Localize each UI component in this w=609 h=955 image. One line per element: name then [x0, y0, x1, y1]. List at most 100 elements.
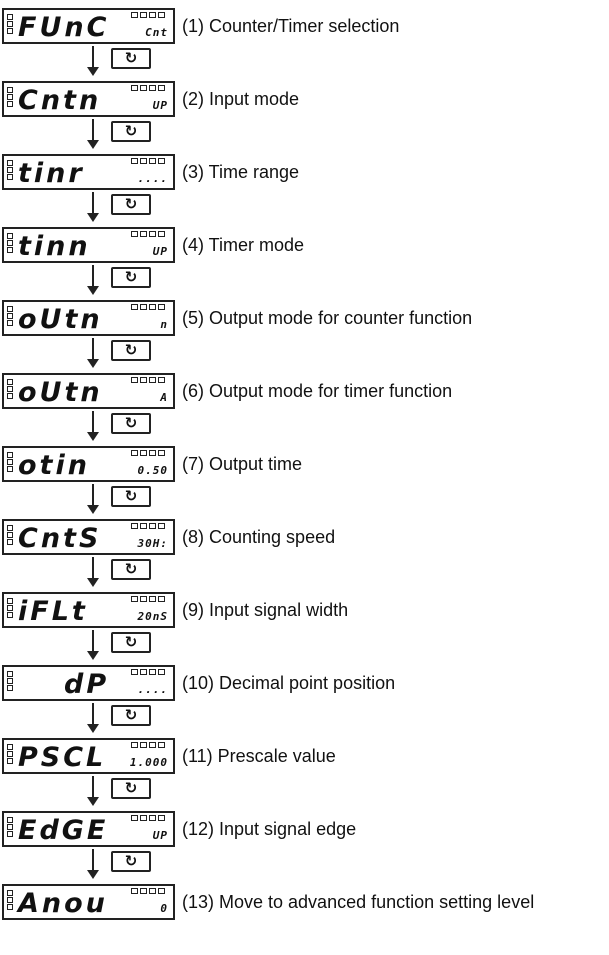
mode-key-icon: ↻: [111, 778, 151, 799]
lcd-display: tinn UP: [2, 227, 175, 263]
mode-key-icon: ↻: [111, 340, 151, 361]
arrow-line: [92, 265, 94, 289]
status-indicator-icon: [7, 87, 14, 111]
mode-key-icon: ↻: [111, 632, 151, 653]
output-indicator-icon: [131, 450, 169, 457]
flow-connector: ↻: [0, 557, 609, 590]
lcd-display: otin 0.50: [2, 446, 175, 482]
parameter-code: tinn: [18, 231, 91, 262]
arrow-down-icon: [87, 359, 99, 368]
parameter-step: dP....(10) Decimal point position: [0, 663, 609, 703]
flow-connector: ↻: [0, 265, 609, 298]
lcd-display: oUtn n: [2, 300, 175, 336]
parameter-label: (4) Timer mode: [182, 235, 305, 255]
flow-connector: ↻: [0, 338, 609, 371]
status-indicator-icon: [7, 598, 14, 622]
arrow-line: [92, 557, 94, 581]
parameter-step: tinn UP (4) Timer mode: [0, 225, 609, 265]
status-indicator-icon: [7, 452, 14, 476]
arrow-down-icon: [87, 651, 99, 660]
mode-key-icon: ↻: [111, 48, 151, 69]
parameter-code: Cntn: [18, 85, 102, 116]
parameter-label: (7) Output time: [182, 454, 303, 474]
flow-connector: ↻: [0, 776, 609, 809]
parameter-value: 20nS: [137, 610, 168, 623]
arrow-line: [92, 411, 94, 435]
parameter-label: (13) Move to advanced function setting l…: [182, 892, 535, 912]
arrow-line: [92, 776, 94, 800]
output-indicator-icon: [131, 523, 169, 530]
parameter-code: oUtn: [18, 304, 103, 335]
status-indicator-icon: [7, 14, 14, 38]
status-indicator-icon: [7, 744, 14, 768]
parameter-code: dP: [64, 669, 110, 700]
flow-connector: ↻: [0, 703, 609, 736]
parameter-step: otin 0.50 (7) Output time: [0, 444, 609, 484]
status-indicator-icon: [7, 671, 14, 695]
flow-connector: ↻: [0, 484, 609, 517]
output-indicator-icon: [131, 304, 169, 311]
mode-key-icon: ↻: [111, 486, 151, 507]
parameter-value: 0.50: [137, 464, 168, 477]
output-indicator-icon: [131, 815, 169, 822]
output-indicator-icon: [131, 231, 169, 238]
flow-connector: ↻: [0, 46, 609, 79]
lcd-display: dP....: [2, 665, 175, 701]
arrow-down-icon: [87, 578, 99, 587]
arrow-down-icon: [87, 724, 99, 733]
output-indicator-icon: [131, 596, 169, 603]
parameter-label: (1) Counter/Timer selection: [182, 16, 400, 36]
mode-key-icon: ↻: [111, 851, 151, 872]
output-indicator-icon: [131, 888, 169, 895]
mode-key-icon: ↻: [111, 705, 151, 726]
parameter-label: (11) Prescale value: [182, 746, 336, 766]
arrow-down-icon: [87, 286, 99, 295]
output-indicator-icon: [131, 12, 169, 19]
output-indicator-icon: [131, 377, 169, 384]
arrow-down-icon: [87, 213, 99, 222]
status-indicator-icon: [7, 160, 14, 184]
parameter-label: (8) Counting speed: [182, 527, 336, 547]
mode-key-icon: ↻: [111, 559, 151, 580]
arrow-line: [92, 119, 94, 143]
output-indicator-icon: [131, 158, 169, 165]
lcd-display: PSCL 1.000: [2, 738, 175, 774]
arrow-line: [92, 849, 94, 873]
parameter-label: (12) Input signal edge: [182, 819, 357, 839]
parameter-code: FUnC: [18, 12, 110, 43]
parameter-label: (6) Output mode for timer function: [182, 381, 453, 401]
parameter-label: (9) Input signal width: [182, 600, 349, 620]
arrow-down-icon: [87, 870, 99, 879]
parameter-code: PSCL: [18, 742, 107, 773]
parameter-value: n: [160, 318, 168, 331]
parameter-value: 0: [160, 902, 168, 915]
flow-connector: ↻: [0, 192, 609, 225]
parameter-code: otin: [18, 450, 90, 481]
status-indicator-icon: [7, 233, 14, 257]
arrow-down-icon: [87, 140, 99, 149]
flow-connector: ↻: [0, 411, 609, 444]
parameter-value: A: [160, 391, 168, 404]
status-indicator-icon: [7, 379, 14, 403]
mode-key-glyph: ↻: [124, 268, 138, 286]
parameter-value: 1.000: [129, 756, 168, 769]
parameter-step: tinr....(3) Time range: [0, 152, 609, 192]
status-indicator-icon: [7, 306, 14, 330]
flow-connector: ↻: [0, 119, 609, 152]
arrow-line: [92, 484, 94, 508]
mode-key-icon: ↻: [111, 121, 151, 142]
mode-key-glyph: ↻: [124, 560, 138, 578]
output-indicator-icon: [131, 669, 169, 676]
parameter-value: UP: [152, 245, 168, 258]
arrow-down-icon: [87, 797, 99, 806]
